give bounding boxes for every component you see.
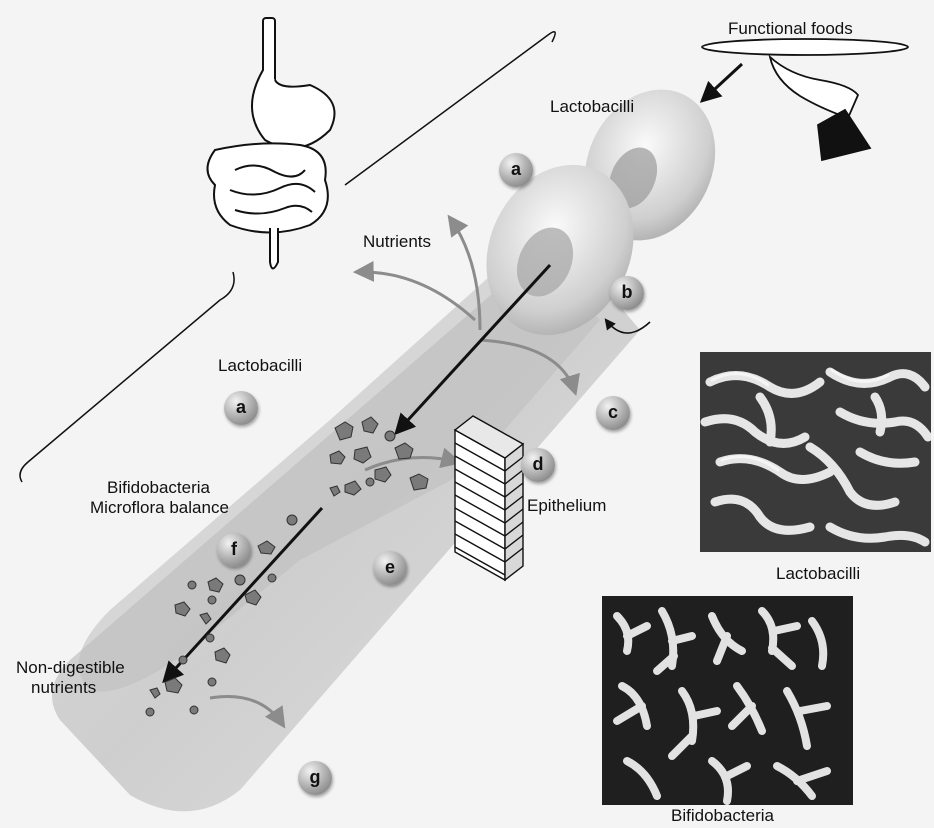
badge-d: d xyxy=(521,448,555,482)
label-nutrients-lower: nutrients xyxy=(31,678,96,698)
badge-g: g xyxy=(298,761,332,795)
micrograph-lactobacilli xyxy=(700,352,931,552)
serving-hand-icon xyxy=(702,39,908,160)
label-nutrients: Nutrients xyxy=(363,232,431,252)
micrograph-bifidobacteria xyxy=(602,596,853,805)
badge-b: b xyxy=(610,276,644,310)
label-non-digestible: Non-digestible xyxy=(16,658,125,678)
label-epithelium: Epithelium xyxy=(527,496,606,516)
gi-tract-icon xyxy=(208,18,335,269)
badge-a-mid: a xyxy=(224,391,258,425)
badge-f: f xyxy=(217,533,251,567)
badge-a-top: a xyxy=(499,153,533,187)
badge-c: c xyxy=(596,396,630,430)
caption-bifidobacteria: Bifidobacteria xyxy=(671,806,774,826)
label-microflora-balance: Microflora balance xyxy=(90,498,229,518)
functional-foods-arrow xyxy=(703,64,742,100)
caption-lactobacilli: Lactobacilli xyxy=(776,564,860,584)
badge-e: e xyxy=(373,551,407,585)
label-lactobacilli-mid: Lactobacilli xyxy=(218,356,302,376)
label-lactobacilli-top: Lactobacilli xyxy=(550,97,634,117)
label-functional-foods: Functional foods xyxy=(728,19,853,39)
epithelium-block xyxy=(455,416,523,580)
label-bifidobacteria: Bifidobacteria xyxy=(107,478,210,498)
